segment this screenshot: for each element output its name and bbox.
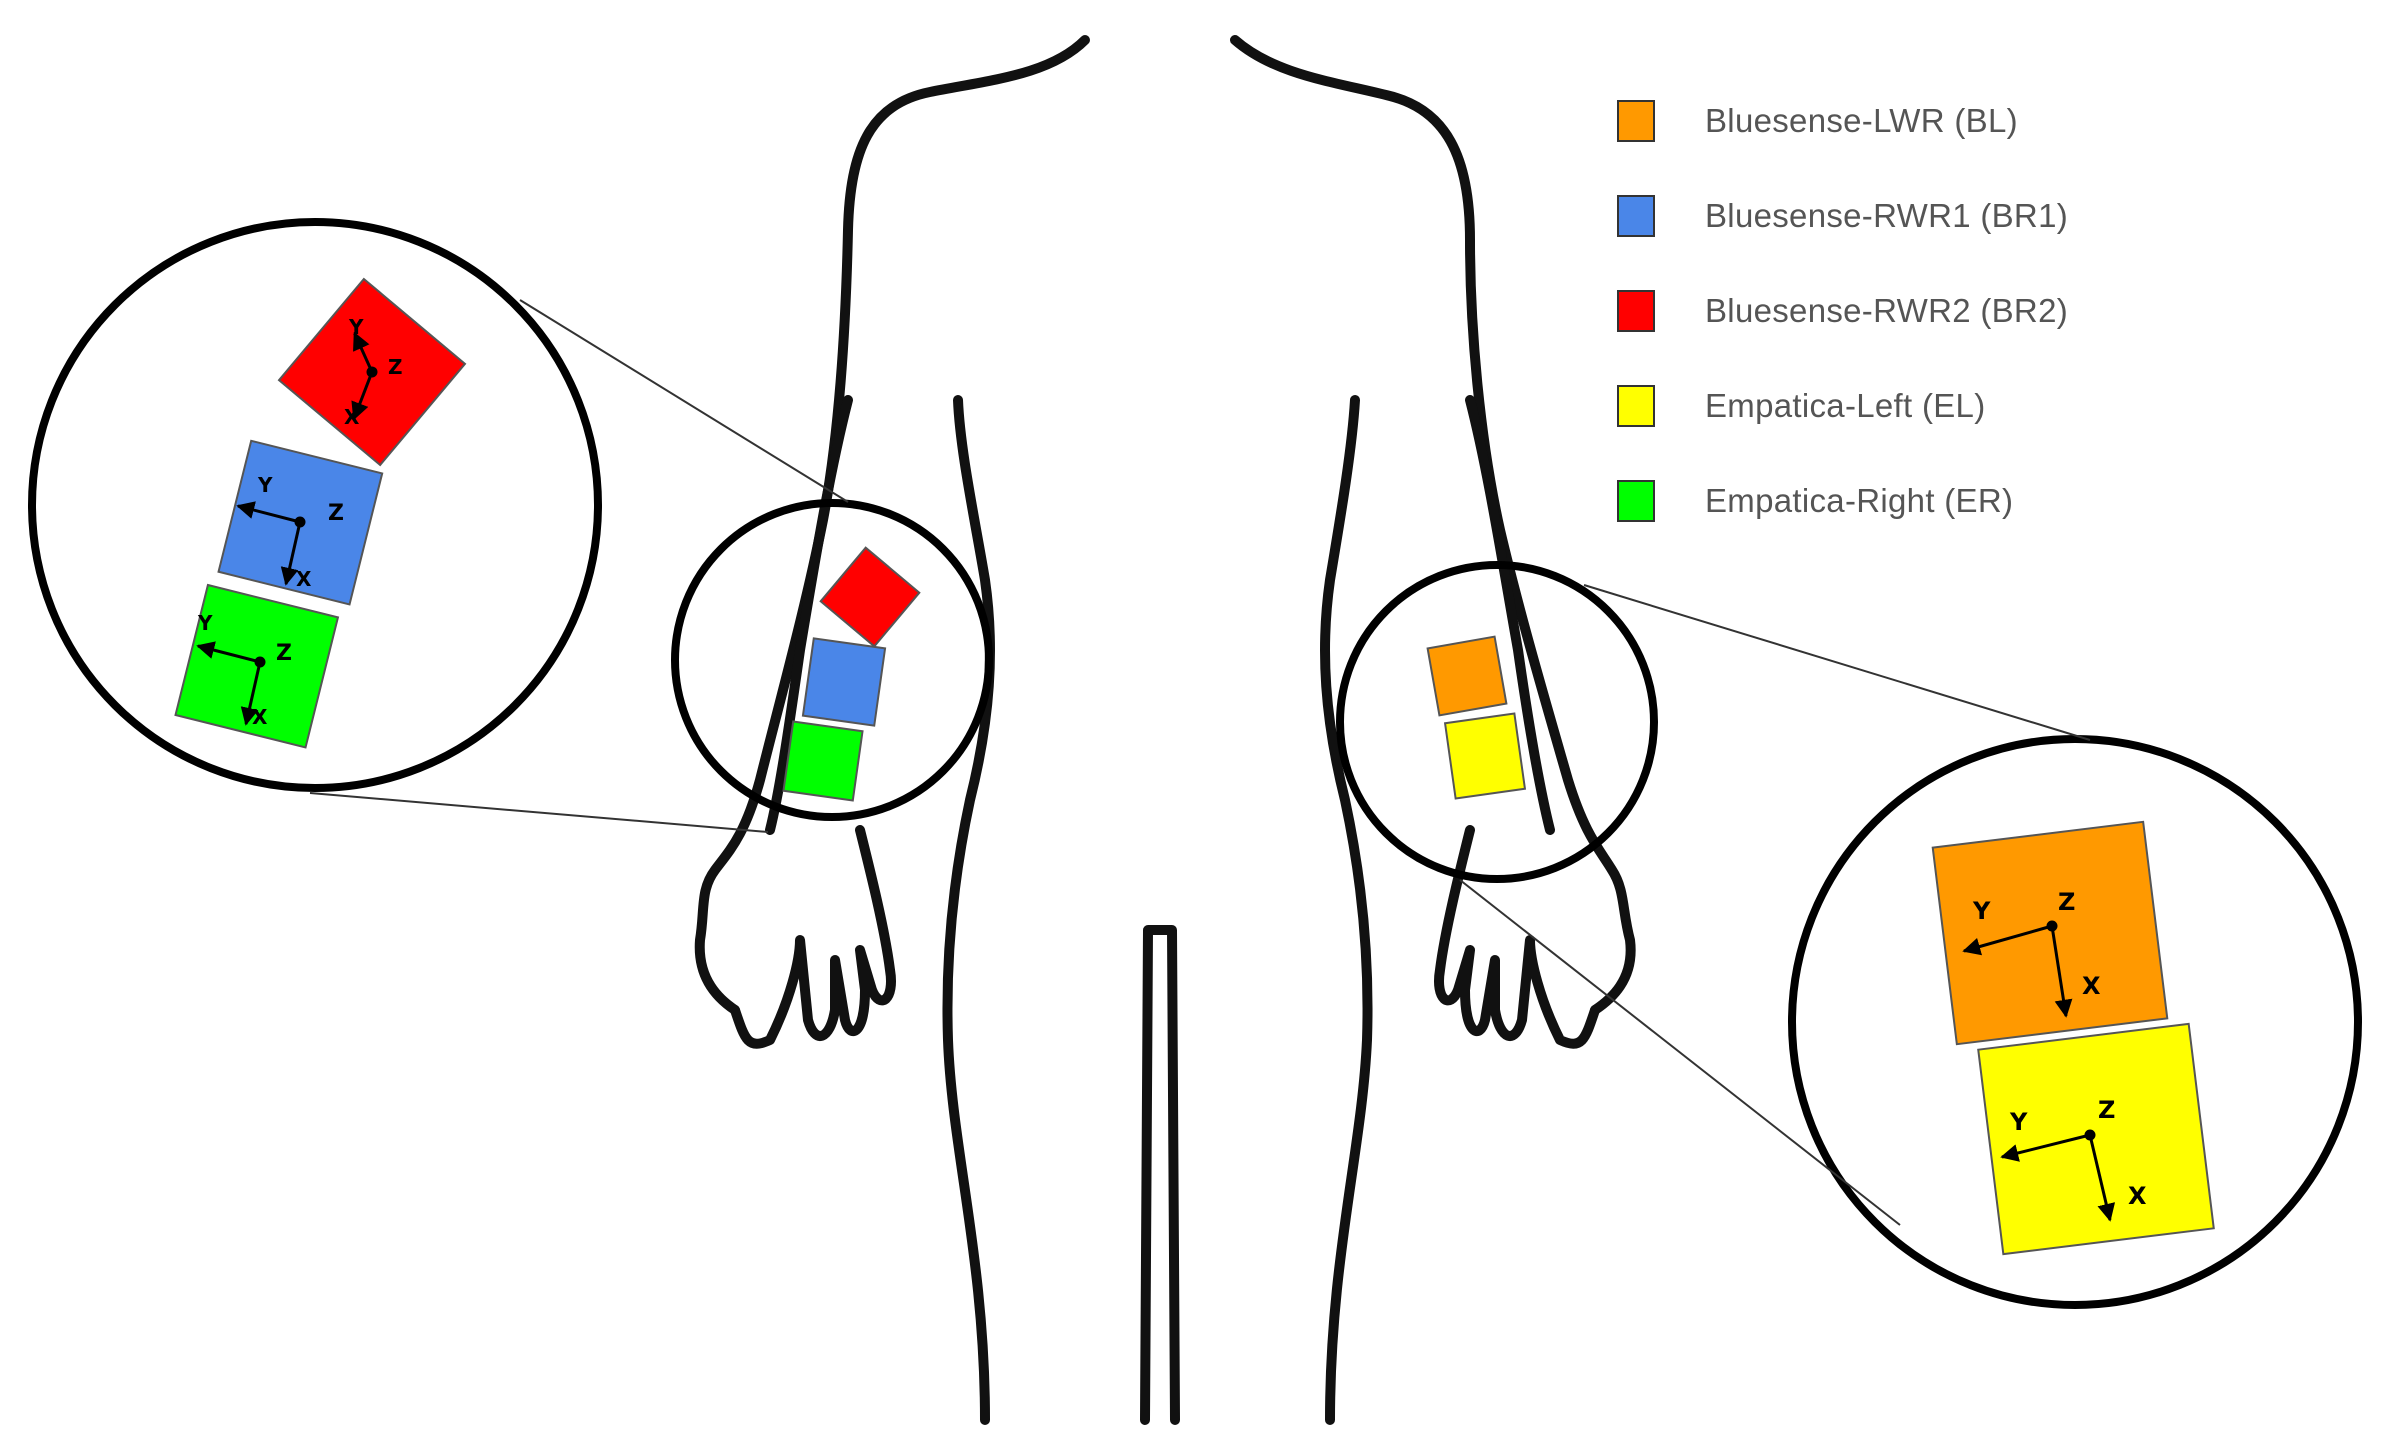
left-forearm-contour xyxy=(765,395,853,835)
axis-labels-bl: Y Z X xyxy=(1972,888,2101,1000)
axis-z-label: Z xyxy=(328,501,344,526)
sensor-bl-detail xyxy=(1931,820,2169,1046)
axis-y-label: Y xyxy=(1972,897,1991,925)
axes-br1 xyxy=(236,501,306,586)
axis-x-label: X xyxy=(2082,972,2101,1000)
sensor-er-small xyxy=(782,720,864,802)
axis-y-label: Y xyxy=(257,473,273,497)
axes-br2 xyxy=(351,331,378,421)
sensor-br2-small xyxy=(819,546,921,648)
legend-item-br2: Bluesense-RWR2 (BR2) xyxy=(1617,286,2337,336)
axis-y-label: Y xyxy=(2009,1108,2028,1136)
legend-swatch-br1 xyxy=(1617,195,1655,237)
axis-x-label: X xyxy=(252,705,268,729)
left-wrist-zoom-circle xyxy=(1336,561,1658,883)
legend-item-er: Empatica-Right (ER) xyxy=(1617,476,2337,526)
axis-z-label: Z xyxy=(2098,1096,2115,1124)
axis-x-label: X xyxy=(2128,1182,2147,1210)
body-outline xyxy=(694,35,1636,1425)
left-hand xyxy=(730,825,896,1049)
left-inner-arm xyxy=(942,395,995,1425)
sensor-el-small xyxy=(1443,712,1527,800)
axis-x-label: X xyxy=(344,405,360,429)
axes-er xyxy=(196,641,266,726)
axis-labels-el: Y Z X xyxy=(2009,1096,2147,1210)
legend-swatch-bl xyxy=(1617,100,1655,142)
axis-labels-br2: Y Z X xyxy=(344,315,403,429)
right-wrist-zoom-circle xyxy=(671,499,993,821)
axis-labels-br1: Y Z X xyxy=(257,473,344,591)
axis-y-label: Y xyxy=(348,315,364,339)
sensor-el-detail xyxy=(1977,1022,2215,1256)
axis-z-label: Z xyxy=(388,355,403,379)
axis-z-label: Z xyxy=(2058,888,2075,916)
legend-item-el: Empatica-Left (EL) xyxy=(1617,381,2337,431)
axis-x-label: X xyxy=(296,567,312,591)
axis-y-label: Y xyxy=(197,611,213,635)
axes-bl xyxy=(1962,920,2073,1018)
legend-swatch-br2 xyxy=(1617,290,1655,332)
zoom-connectors xyxy=(309,299,2091,1226)
legend: Bluesense-LWR (BL) Bluesense-RWR1 (BR1) … xyxy=(1617,96,2337,571)
right-hand xyxy=(1434,825,1600,1049)
axis-z-label: Z xyxy=(276,641,292,666)
sensor-br1-small xyxy=(801,637,887,727)
right-inner-arm xyxy=(1320,395,1373,1425)
axes-el xyxy=(2000,1129,2116,1222)
leg-gap xyxy=(1140,925,1180,1425)
legend-label-el: Empatica-Left (EL) xyxy=(1705,387,1986,424)
legend-label-br2: Bluesense-RWR2 (BR2) xyxy=(1705,292,2069,329)
axis-labels-er: Y Z X xyxy=(197,611,292,729)
legend-label-bl: Bluesense-LWR (BL) xyxy=(1705,102,2018,139)
legend-label-br1: Bluesense-RWR1 (BR1) xyxy=(1705,197,2069,234)
legend-item-bl: Bluesense-LWR (BL) xyxy=(1617,96,2337,146)
legend-label-er: Empatica-Right (ER) xyxy=(1705,482,2014,519)
sensor-bl-small xyxy=(1426,635,1508,717)
legend-swatch-el xyxy=(1617,385,1655,427)
legend-item-br1: Bluesense-RWR1 (BR1) xyxy=(1617,191,2337,241)
legend-swatch-er xyxy=(1617,480,1655,522)
right-forearm-contour xyxy=(1465,395,1555,835)
